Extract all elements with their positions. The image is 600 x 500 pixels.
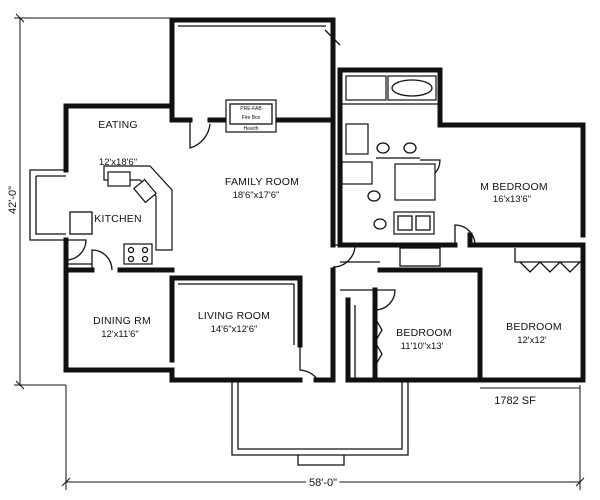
room-living-size: 14'6"x12'6" [211,324,258,335]
kitchen-fixtures [103,165,173,265]
room-eating-name: EATING [98,119,138,131]
room-dining-name: DINING RM [93,315,151,327]
bath-fixtures [340,75,440,235]
room-bedroom3-size: 12'x12' [517,335,547,346]
dimension-depth-label: 42'-0" [7,186,19,214]
room-bedroom3-name: BEDROOM [506,321,562,333]
room-kitchen-size: 12'x18'6" [99,157,137,168]
dimension-width-label: 58'-0" [309,477,337,489]
room-master-name: M BEDROOM [480,181,548,193]
room-living-name: LIVING ROOM [198,310,270,322]
room-master-size: 16'x13'6" [493,194,531,205]
room-bedroom2-name: BEDROOM [396,327,452,339]
room-family-name: FAMILY ROOM [225,176,299,188]
room-bedroom2-size: 11'10"x13' [401,341,444,352]
room-labels: EATING 12'x18'6" KITCHEN FAMILY ROOM 18'… [93,119,562,352]
area-label: 1782 SF [494,395,536,407]
room-family-size: 18'6"x17'6" [233,190,280,201]
room-dining-size: 12'x11'6" [101,329,138,340]
fireplace-label-mid: Fire Box [242,115,261,121]
fireplace-label-top: PRE-FAB [240,106,262,112]
room-kitchen-name: KITCHEN [94,213,142,225]
details [29,25,583,466]
fireplace: PRE-FAB Fire Box Hearth [225,99,277,133]
fireplace-label-bottom: Hearth [243,126,258,132]
